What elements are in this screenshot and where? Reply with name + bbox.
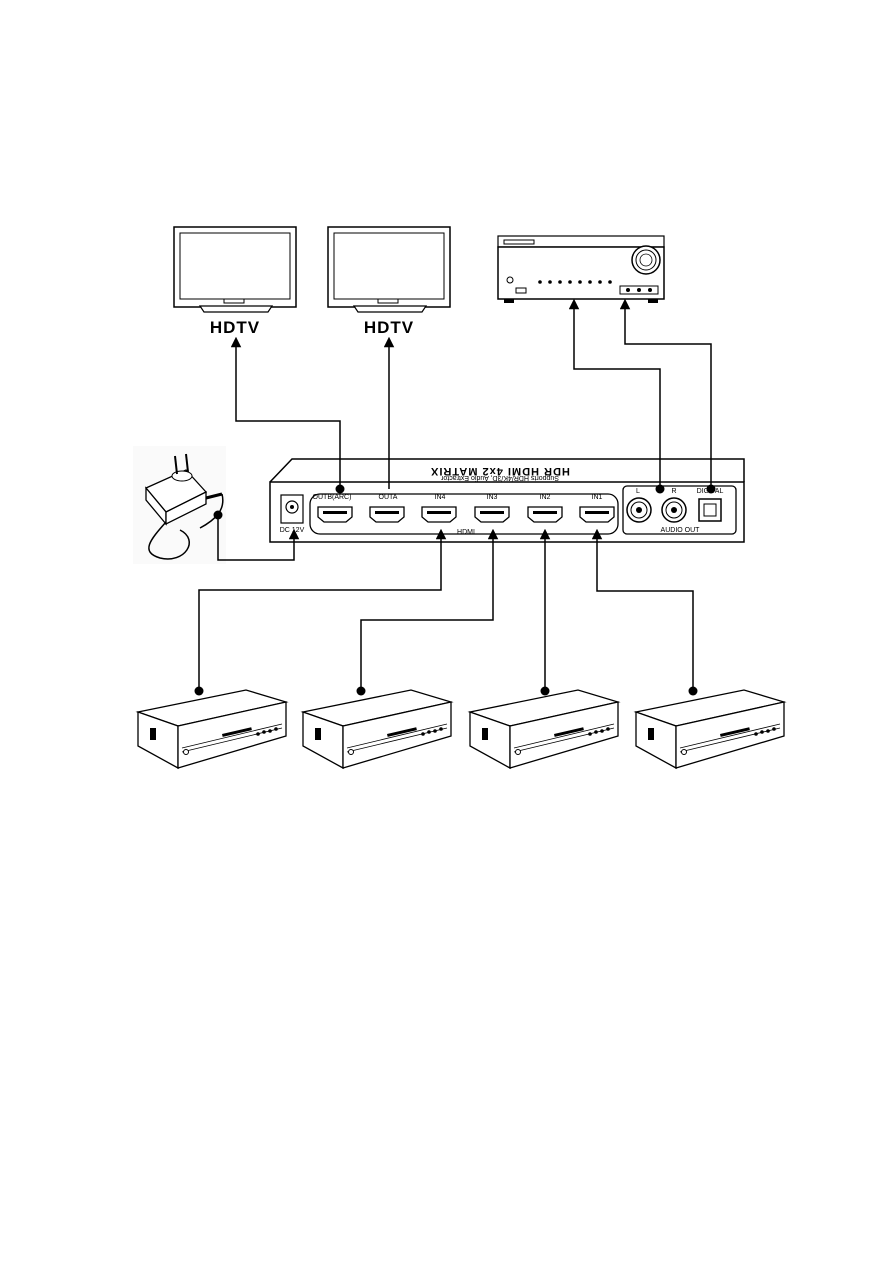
source-player-2 — [300, 689, 454, 770]
hdmi-port-in4 — [421, 506, 457, 523]
audio-out-label: AUDIO OUT — [661, 527, 701, 534]
hdmi-port-in1 — [579, 506, 615, 523]
cable-digital-to-receiver — [619, 298, 712, 489]
av-receiver — [497, 235, 665, 303]
outb-arc-label: OUTB(ARC) — [313, 494, 352, 501]
hdtv-left-label: HDTV — [210, 318, 260, 337]
cable-player4-to-in1 — [591, 528, 694, 691]
cable-outb-to-hdtv-left — [230, 336, 341, 489]
hdtv-right: HDTV — [327, 226, 451, 337]
connection-dots — [194, 484, 716, 696]
hdtv-left: HDTV — [173, 226, 297, 337]
cable-player1-to-in4 — [198, 528, 447, 691]
hdmi-label: HDMI — [457, 529, 475, 536]
cable-audio-l-to-receiver — [568, 298, 661, 489]
source-player-1 — [135, 689, 289, 770]
audio-l-label: L — [636, 488, 640, 495]
cable-player2-to-in3 — [360, 528, 499, 691]
in3-label: IN3 — [487, 494, 498, 501]
in2-label: IN2 — [540, 494, 551, 501]
dc-12v-label: DC 12V — [280, 527, 305, 534]
outa-label: OUTA — [379, 494, 398, 501]
in4-label: IN4 — [435, 494, 446, 501]
power-adapter — [133, 446, 226, 564]
hdmi-port-outb — [317, 506, 353, 523]
hdtv-right-label: HDTV — [364, 318, 414, 337]
cable-adapter-to-dc — [217, 515, 300, 561]
hdmi-port-in2 — [527, 506, 563, 523]
matrix-title-mirrored: HDR HDMI 4x2 MATRIX — [430, 465, 570, 477]
hdmi-matrix-switch: HDR HDMI 4x2 MATRIX Supports HDR/4K/3D, … — [269, 458, 745, 543]
source-player-4 — [633, 689, 787, 770]
matrix-subtitle-mirrored: Supports HDR/4K/3D, Audio Extractor — [440, 474, 559, 481]
hdmi-port-in3 — [474, 506, 510, 523]
source-player-3 — [467, 689, 621, 770]
audio-r-label: R — [671, 488, 676, 495]
in1-label: IN1 — [592, 494, 603, 501]
cable-lines — [198, 298, 712, 691]
hdmi-port-outa — [369, 506, 405, 523]
